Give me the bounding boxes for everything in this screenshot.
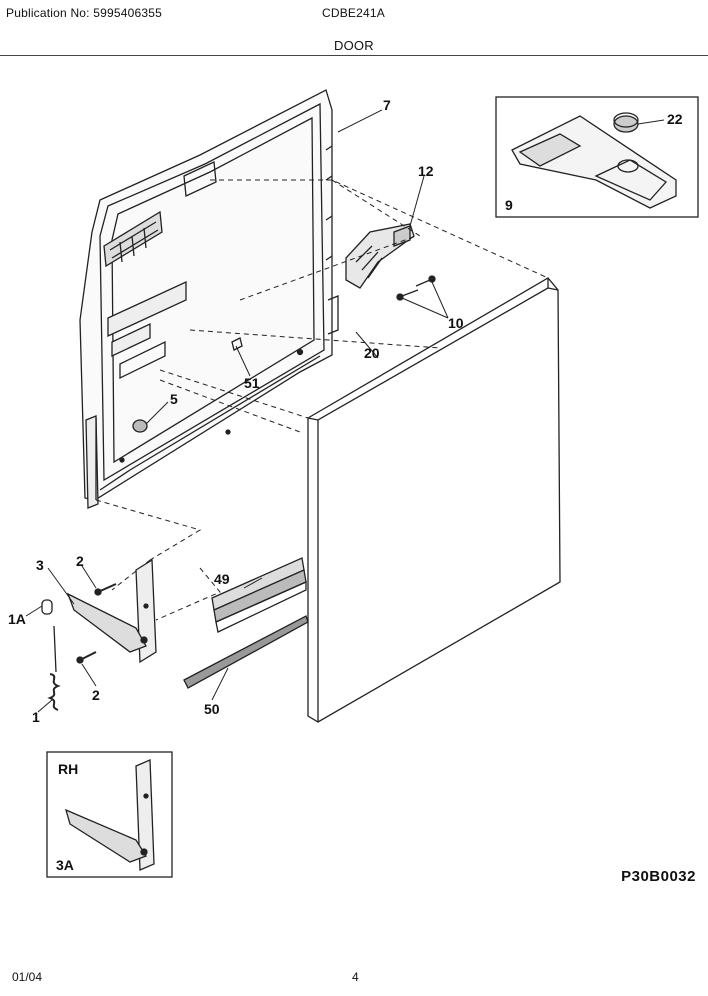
inset-label-rh: RH <box>58 761 78 777</box>
outer-door-panel <box>307 277 561 723</box>
dispenser-inset <box>495 96 699 218</box>
callout-49: 49 <box>214 571 230 587</box>
callout-51: 51 <box>244 375 260 391</box>
callout-20: 20 <box>364 345 380 361</box>
publication-number: Publication No: 5995406355 <box>6 6 162 20</box>
callout-10: 10 <box>448 315 464 331</box>
callout-3a: 3A <box>56 857 74 873</box>
callout-2-upper: 2 <box>76 553 84 569</box>
callout-12: 12 <box>418 163 434 179</box>
callout-50: 50 <box>204 701 220 717</box>
callout-7: 7 <box>383 97 391 113</box>
callout-1a: 1A <box>8 611 26 627</box>
callout-22: 22 <box>667 111 683 127</box>
leader-lines <box>25 109 665 713</box>
callout-2-lower: 2 <box>92 687 100 703</box>
section-title: DOOR <box>334 38 374 53</box>
rh-bracket-inset <box>46 751 173 878</box>
footer-date: 01/04 <box>12 970 43 984</box>
hinge-bracket-assembly <box>345 223 436 301</box>
callout-3: 3 <box>36 557 44 573</box>
model-number: CDBE241A <box>322 6 385 20</box>
callout-9: 9 <box>505 197 513 213</box>
callout-5: 5 <box>170 391 178 407</box>
door-arm-bracket <box>66 558 157 664</box>
page-number: 4 <box>352 970 359 984</box>
callout-1: 1 <box>32 709 40 725</box>
inner-door-liner <box>79 89 339 509</box>
trim-strips <box>183 557 309 689</box>
header-rule <box>0 55 708 56</box>
alignment-lines <box>95 179 549 621</box>
drawing-code: P30B0032 <box>621 868 696 885</box>
